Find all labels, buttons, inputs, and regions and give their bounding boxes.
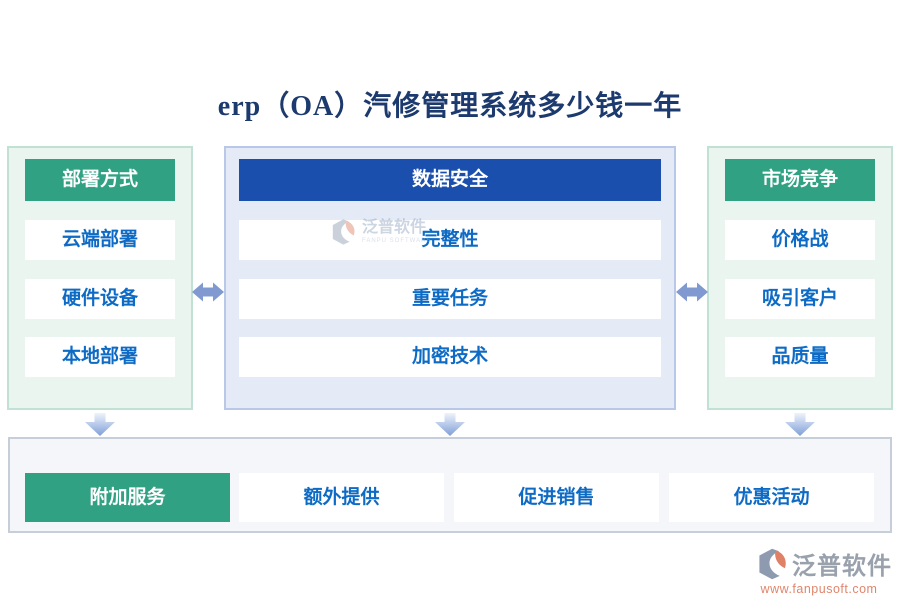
column-header-data-security: 数据安全 bbox=[239, 159, 661, 201]
footer-logo-icon bbox=[756, 547, 790, 581]
bottom-item-extra-offer: 额外提供 bbox=[239, 473, 444, 522]
column-header-market: 市场竞争 bbox=[725, 159, 875, 201]
page-title: erp（OA）汽修管理系统多少钱一年 bbox=[217, 91, 683, 122]
bottom-item-additional-services: 附加服务 bbox=[25, 473, 230, 522]
panel-additional-services: 附加服务 额外提供 促进销售 优惠活动 bbox=[8, 437, 892, 533]
list-item-local-deploy: 本地部署 bbox=[25, 337, 175, 377]
list-item-price-war: 价格战 bbox=[725, 220, 875, 260]
footer-logo: 泛普软件 www.fanpusoft.com bbox=[746, 546, 892, 596]
left-right-arrow-icon bbox=[191, 279, 225, 305]
list-item-important-tasks: 重要任务 bbox=[239, 279, 661, 319]
list-item-cloud-deploy: 云端部署 bbox=[25, 220, 175, 260]
list-item-hardware: 硬件设备 bbox=[25, 279, 175, 319]
bottom-item-promote-sales: 促进销售 bbox=[454, 473, 659, 522]
footer-brand: 泛普软件 bbox=[792, 554, 892, 580]
panel-deployment: 部署方式 云端部署 硬件设备 本地部署 bbox=[7, 146, 193, 410]
panel-data-security: 数据安全 完整性 重要任务 加密技术 bbox=[224, 146, 676, 410]
list-item-integrity: 完整性 bbox=[239, 220, 661, 260]
bottom-item-discount-activities: 优惠活动 bbox=[669, 473, 874, 522]
down-arrow-icon bbox=[85, 413, 115, 437]
panel-market-competition: 市场竞争 价格战 吸引客户 品质量 bbox=[707, 146, 893, 410]
down-arrow-icon bbox=[785, 413, 815, 437]
down-arrow-icon bbox=[435, 413, 465, 437]
column-header-deployment: 部署方式 bbox=[25, 159, 175, 201]
left-right-arrow-icon bbox=[675, 279, 709, 305]
list-item-attract-customers: 吸引客户 bbox=[725, 279, 875, 319]
footer-website: www.fanpusoft.com bbox=[760, 582, 878, 596]
list-item-encryption: 加密技术 bbox=[239, 337, 661, 377]
list-item-quality: 品质量 bbox=[725, 337, 875, 377]
